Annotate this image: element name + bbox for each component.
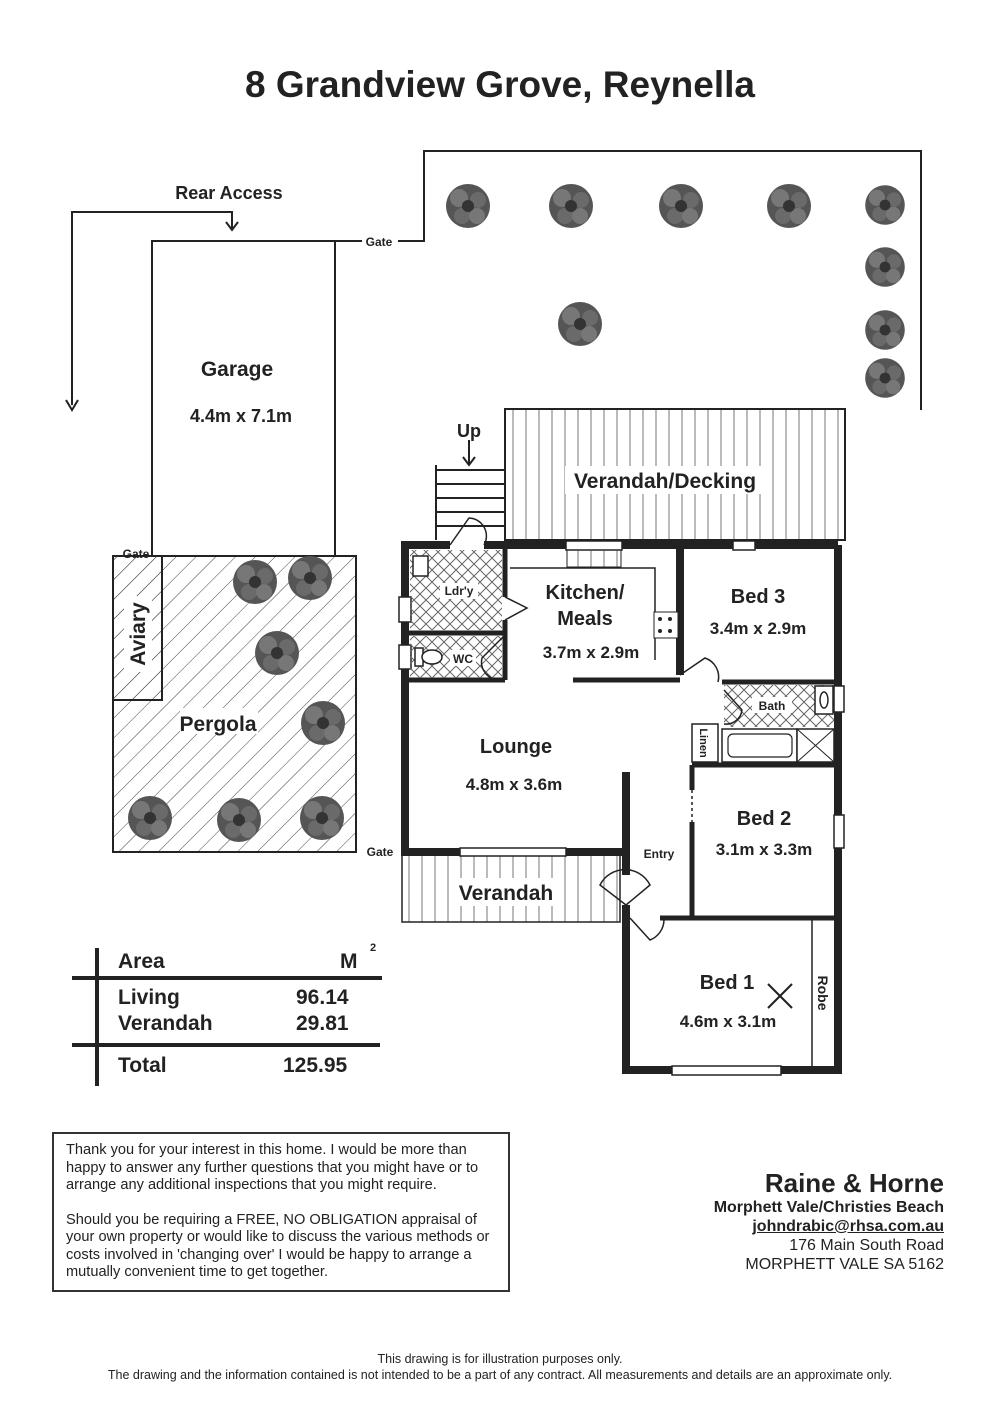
agency-branch: Morphett Vale/Christies Beach [713, 1199, 944, 1216]
robe-label: Robe [815, 976, 831, 1011]
bed2-size: 3.1m x 3.3m [716, 840, 812, 859]
bed1-size: 4.6m x 3.1m [680, 1012, 776, 1031]
area-header-unit-sup: 2 [370, 942, 377, 954]
bed2-label: Bed 2 [737, 808, 791, 830]
bath-label: Bath [759, 699, 786, 713]
pergola: Pergola Aviary Gate Gate [112, 547, 394, 859]
gate-label-aviary: Gate [123, 547, 150, 561]
garage: Garage 4.4m x 7.1m [151, 240, 336, 556]
kitchen-label-line2: Meals [557, 608, 613, 630]
doors [449, 517, 743, 822]
area-table: Area M 2 Living 96.14 Verandah 29.81 Tot… [70, 942, 390, 1088]
verandah-label: Verandah [459, 882, 554, 905]
bed3-label: Bed 3 [731, 586, 785, 608]
table-vertical-rule [95, 948, 99, 1086]
area-header-unit: M [340, 950, 358, 973]
pergola-label: Pergola [179, 713, 256, 736]
disclaimer-line-1: This drawing is for illustration purpose… [377, 1352, 623, 1366]
rear-access-label: Rear Access [175, 183, 282, 203]
agent-contact: Raine & Horne Morphett Vale/Christies Be… [714, 1168, 944, 1274]
agent-email-link[interactable]: johndrabic@rhsa.com.au [752, 1218, 944, 1235]
bed3: Bed 3 3.4m x 2.9m [710, 586, 806, 638]
aviary-label: Aviary [127, 602, 150, 666]
verandah: Verandah [401, 851, 621, 923]
kitchen-size: 3.7m x 2.9m [543, 643, 639, 662]
area-total-label: Total [118, 1054, 167, 1077]
agent-note: Thank you for your interest in this home… [52, 1132, 510, 1292]
agency-address-line1: 176 Main South Road [789, 1237, 944, 1254]
laundry-label: Ldr'y [445, 584, 474, 598]
note-paragraph-2: Should you be requiring a FREE, NO OBLIG… [66, 1211, 490, 1281]
table-total-rule [72, 1043, 380, 1047]
bed3-size: 3.4m x 2.9m [710, 619, 806, 638]
house-walls [401, 541, 842, 1074]
disclaimer: This drawing is for illustration purpose… [0, 1351, 1000, 1383]
bed1: Robe Bed 1 4.6m x 3.1m [680, 918, 831, 1066]
area-row-living-label: Living [118, 986, 180, 1009]
lounge: Lounge 4.8m x 3.6m [466, 736, 562, 794]
shrubs-yard [446, 184, 905, 398]
kitchen-label-line1: Kitchen/ [546, 582, 625, 604]
garage-label: Garage [201, 358, 273, 381]
table-header-rule [72, 976, 382, 980]
bed2: Bed 2 3.1m x 3.3m [716, 808, 812, 859]
agency-name: Raine & Horne [764, 1168, 944, 1198]
area-row-verandah-value: 29.81 [296, 1012, 349, 1035]
bed1-label: Bed 1 [700, 972, 754, 994]
gate-label-top: Gate [366, 235, 393, 249]
kitchen: Kitchen/ Meals 3.7m x 2.9m [510, 549, 679, 662]
page-title: 8 Grandview Grove, Reynella [245, 64, 755, 105]
windows [398, 540, 845, 1076]
area-header-label: Area [118, 950, 165, 973]
disclaimer-line-2: The drawing and the information containe… [107, 1368, 893, 1382]
area-row-verandah-label: Verandah [118, 1012, 213, 1035]
linen-label: Linen [697, 728, 709, 758]
agency-address-line2: MORPHETT VALE SA 5162 [745, 1256, 944, 1273]
area-total-value: 125.95 [283, 1054, 348, 1077]
garage-size: 4.4m x 7.1m [190, 406, 292, 426]
verandah-decking-label: Verandah/Decking [574, 470, 756, 493]
bathroom: Bath Linen [691, 685, 835, 763]
gate-label-pergola: Gate [367, 845, 394, 859]
entry-label: Entry [644, 847, 675, 861]
ceiling-fan-icon [767, 983, 793, 1009]
wet-areas: Ldr'y WC [410, 550, 502, 678]
lounge-size: 4.8m x 3.6m [466, 775, 562, 794]
wc-label: WC [453, 652, 473, 666]
lounge-label: Lounge [480, 736, 552, 758]
note-paragraph-1: Thank you for your interest in this home… [66, 1142, 479, 1193]
entry: Entry [599, 847, 675, 941]
verandah-decking: Verandah/Decking Up [435, 408, 846, 541]
area-row-living-value: 96.14 [296, 986, 349, 1009]
boundary-lines [65, 150, 922, 412]
up-label: Up [457, 421, 481, 441]
